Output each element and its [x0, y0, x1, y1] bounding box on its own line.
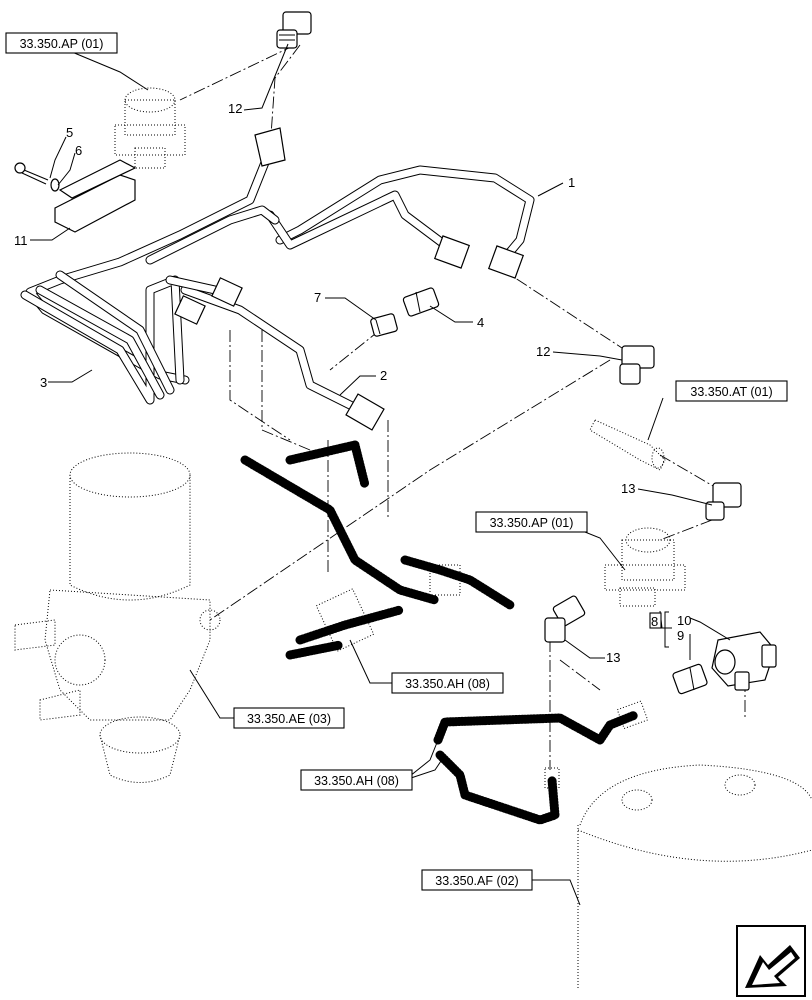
svg-text:33.350.AE (03): 33.350.AE (03) — [247, 712, 331, 726]
pipe-assembly-2 — [165, 275, 365, 415]
item-3: 3 — [40, 375, 47, 390]
item-7: 7 — [314, 290, 321, 305]
ref-ah-mid[interactable]: 33.350.AH (08) — [391, 672, 504, 694]
item-11: 11 — [14, 233, 28, 248]
item-9: 9 — [677, 628, 684, 643]
svg-text:33.350.AH (08): 33.350.AH (08) — [314, 774, 399, 788]
item-12-top: 12 — [228, 101, 242, 116]
item-10: 10 — [677, 613, 691, 628]
ref-ap-top[interactable]: 33.350.AP (01) — [5, 32, 118, 54]
arrow-navigation-icon[interactable] — [736, 925, 806, 997]
svg-text:33.350.AH (08): 33.350.AH (08) — [405, 677, 490, 691]
item-1: 1 — [568, 175, 575, 190]
elbow-fitting-13-top — [705, 482, 742, 521]
ref-ah-low[interactable]: 33.350.AH (08) — [300, 769, 413, 791]
pipe-assembly-3 — [20, 270, 185, 405]
tee-fitting-10 — [711, 631, 777, 691]
item-13-top: 13 — [621, 481, 635, 496]
fitting-7 — [370, 313, 398, 337]
fitting-9 — [672, 663, 708, 695]
air-dryer — [14, 452, 221, 783]
at-fitting — [589, 419, 666, 471]
item-5: 5 — [66, 125, 73, 140]
centerlines — [179, 44, 746, 770]
air-tank — [577, 764, 812, 990]
svg-text:33.350.AF (02): 33.350.AF (02) — [435, 874, 518, 888]
ref-at[interactable]: 33.350.AT (01) — [675, 380, 788, 402]
fitting-4 — [402, 287, 440, 317]
ref-ap-mid[interactable]: 33.350.AP (01) — [475, 511, 588, 533]
leader-lines — [30, 43, 731, 906]
ref-ae[interactable]: 33.350.AE (03) — [233, 707, 345, 729]
ref-af[interactable]: 33.350.AF (02) — [421, 869, 533, 891]
item-2: 2 — [380, 368, 387, 383]
item-4: 4 — [477, 315, 484, 330]
fitting-assembly-middle — [240, 440, 515, 660]
svg-text:33.350.AT (01): 33.350.AT (01) — [690, 385, 772, 399]
pipe-lower — [433, 700, 649, 825]
clamp-11 — [54, 159, 137, 233]
svg-text:33.350.AP (01): 33.350.AP (01) — [490, 516, 574, 530]
pipe-fittings — [174, 127, 525, 431]
valve-mid — [604, 527, 686, 607]
item-13-bottom: 13 — [606, 650, 620, 665]
elbow-fitting-12-top — [276, 11, 312, 49]
svg-text:33.350.AP (01): 33.350.AP (01) — [20, 37, 104, 51]
item-12-mid: 12 — [536, 344, 550, 359]
item-8: 8 — [651, 614, 658, 629]
valve-top — [114, 87, 186, 169]
elbow-fitting-12-mid — [619, 345, 655, 385]
elbow-fitting-13-bottom — [544, 595, 586, 643]
item-numbers: 1 2 3 4 5 6 7 8 9 10 11 12 12 13 13 — [14, 101, 691, 665]
bolt-5 — [14, 162, 60, 192]
item-6: 6 — [75, 143, 82, 158]
